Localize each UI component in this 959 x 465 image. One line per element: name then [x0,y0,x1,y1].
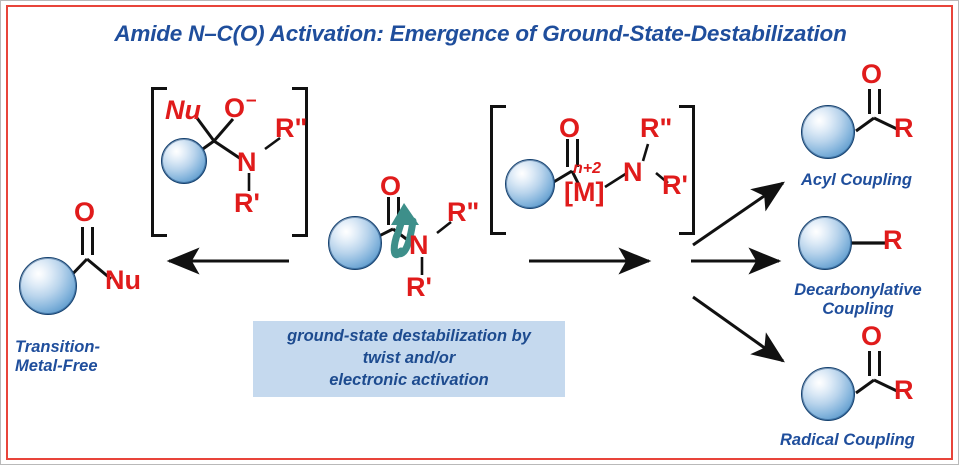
atom-nitrogen-center-substrate: N [409,230,429,260]
atom-r-prime-center-substrate: R' [406,272,432,302]
atom-r-double-prime-center-substrate: R" [447,197,480,227]
atom-nucleophile-transition-metal-free: Nu [105,265,141,295]
sphere-transition-metal-free-product [19,257,77,315]
atom-oxygen-acyl-coupling: O [861,59,883,89]
sphere-radical-coupling-product [801,367,855,421]
bonds-acyl-coupling-product [855,89,898,133]
label-transition-metal-free-line2: Metal-Free [15,357,98,376]
bracket-right-open-metal [490,105,506,235]
label-acyl-coupling: Acyl Coupling [801,171,912,189]
atom-oxygen-center-substrate: O [380,171,402,201]
sphere-center-substrate [328,216,382,270]
label-metal-oxidation-state: n+2 [573,160,602,177]
label-decarbonylative-line1: Decarbonylative [794,281,922,299]
bracket-left-close-tetrahedral [292,87,308,237]
sphere-metal-intermediate [505,159,555,209]
label-radical-coupling: Radical Coupling [780,431,915,449]
atom-r-prime-tetrahedral: R' [234,188,260,218]
atom-oxygen-metal-intermediate: O [559,113,581,143]
label-transition-metal-free: Transition-Metal-Free [15,338,100,377]
arrow-to-acyl-coupling [692,181,785,247]
atom-oxygen-tetrahedral: O [224,93,246,123]
ground-state-destabilization-callout: ground-state destabilization by twist an… [253,321,565,397]
atom-r-decarbonylative: R [883,225,903,255]
atom-nitrogen-metal-intermediate: N [623,157,643,187]
bonds-radical-coupling-product [855,351,898,395]
atom-nitrogen-tetrahedral: N [237,147,257,177]
callout-text: ground-state destabilization by twist an… [287,327,531,389]
atom-r-prime-metal-intermediate: R' [662,170,688,200]
sphere-decarbonylative-product [798,216,852,270]
charge-oxygen-negative: – [246,90,257,111]
label-decarbonylative-line2: Coupling [822,300,894,319]
atom-r-radical-coupling: R [894,375,914,405]
label-transition-metal-free-line1: Transition- [15,338,100,356]
atom-metal-center: [M] [564,177,605,207]
atom-r-double-prime-tetrahedral: R" [275,113,308,143]
atom-oxygen-transition-metal-free: O [74,197,96,227]
atom-r-acyl-coupling: R [894,113,914,143]
atom-r-double-prime-metal-intermediate: R" [640,113,673,143]
page-title: Amide N–C(O) Activation: Emergence of Gr… [114,21,847,46]
bracket-right-close-metal [679,105,695,235]
atom-nucleophile-tetrahedral: Nu [165,95,201,125]
sphere-acyl-coupling-product [801,105,855,159]
sphere-tetrahedral-intermediate [161,138,207,184]
bracket-left-open-tetrahedral [151,87,167,237]
atom-oxygen-radical-coupling: O [861,321,883,351]
